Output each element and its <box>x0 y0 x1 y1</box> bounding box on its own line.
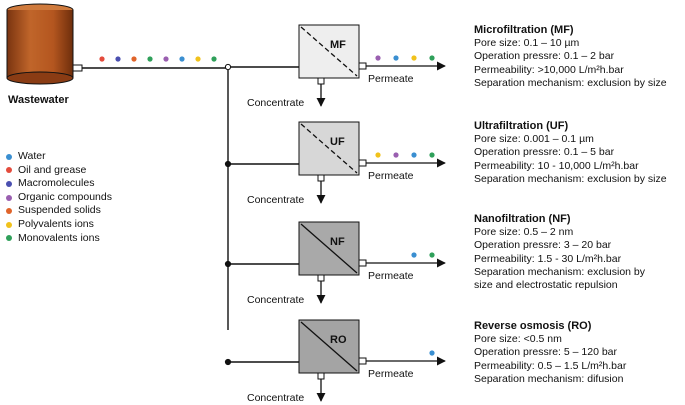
filtration-units: MFPermeateConcentrateUFPermeateConcentra… <box>224 24 446 404</box>
panel-title: Ultrafiltration (UF) <box>474 120 569 132</box>
feed-particle <box>131 56 137 62</box>
legend-item: Suspended solids <box>6 204 112 218</box>
legend-label: Monovalents ions <box>18 231 100 244</box>
feed-particle <box>147 56 153 62</box>
permeate-label: Permeate <box>368 270 414 282</box>
legend-dot-icon <box>6 194 12 201</box>
concentrate-label: Concentrate <box>247 392 304 404</box>
panel-line: Pore size: <0.5 nm <box>474 333 562 346</box>
legend-item: Polyvalents ions <box>6 218 112 232</box>
panel-title: Nanofiltration (NF) <box>474 213 571 225</box>
membrane-line <box>300 26 358 77</box>
legend-item: Oil and grease <box>6 164 112 178</box>
legend-dot-icon <box>6 153 12 160</box>
legend-label: Organic compounds <box>18 190 112 203</box>
permeate-particle <box>411 55 417 61</box>
panel-line: Pore size: 0.1 – 10 µm <box>474 37 580 50</box>
permeate-particle <box>375 152 381 158</box>
feed-particle <box>163 56 169 62</box>
panel-title: Reverse osmosis (RO) <box>474 320 592 332</box>
permeate-particle <box>411 252 417 258</box>
legend-label: Suspended solids <box>18 204 101 217</box>
feed-particles <box>99 56 217 62</box>
panel-line: Operation pressre: 0.1 – 2 bar <box>474 50 615 63</box>
permeate-particle <box>393 55 399 61</box>
unit-code: NF <box>330 236 345 248</box>
feed-particle <box>115 56 121 62</box>
unit-code: RO <box>330 334 347 346</box>
permeate-particle <box>429 152 435 158</box>
permeate-label: Permeate <box>368 170 414 182</box>
panel-line: Separation mechanism: exclusion by size <box>474 172 667 185</box>
legend-item: Water <box>6 150 112 164</box>
panel-line: Operation pressre: 5 – 120 bar <box>474 346 618 359</box>
permeate-label: Permeate <box>368 73 414 85</box>
feed-particle <box>99 56 105 62</box>
tank-outlet <box>72 64 83 72</box>
panel-uf: Ultrafiltration (UF)Pore size: 0.001 – 0… <box>474 120 667 186</box>
membrane-line <box>300 123 358 174</box>
legend-dot-icon <box>6 235 12 242</box>
panel-line: Operation pressre: 3 – 20 bar <box>474 239 612 252</box>
membrane-line <box>300 223 358 274</box>
panel-line: Separation mechanism: difusion <box>474 372 624 385</box>
feed-line <box>82 67 229 330</box>
junction-node <box>224 260 232 268</box>
permeate-particle <box>375 55 381 61</box>
panel-line: Permeability: 0.5 – 1.5 L/m²h.bar <box>474 359 627 372</box>
wastewater-tank <box>6 3 83 85</box>
legend-label: Water <box>18 150 46 162</box>
concentrate-label: Concentrate <box>247 294 304 306</box>
membrane-line <box>300 321 358 372</box>
permeate-particle <box>429 350 435 356</box>
unit-code: UF <box>330 136 345 148</box>
wastewater-label: Wastewater <box>8 94 69 106</box>
panel-line: Permeability: 10 - 10,000 L/m²h.bar <box>474 159 639 172</box>
permeate-particle <box>429 252 435 258</box>
panel-line: Pore size: 0.001 – 0.1 µm <box>474 133 594 146</box>
panel-nf: Nanofiltration (NF)Pore size: 0.5 – 2 nm… <box>474 213 645 292</box>
legend-item: Organic compounds <box>6 191 112 205</box>
panel-line: Permeability: 1.5 - 30 L/m²h.bar <box>474 252 622 265</box>
concentrate-label: Concentrate <box>247 97 304 109</box>
legend-dot-icon <box>6 208 12 215</box>
panel-line: Permeability: >10,000 L/m²h.bar <box>474 63 624 76</box>
legend-item: Monovalents ions <box>6 232 112 246</box>
panel-line: size and electrostatic repulsion <box>474 279 618 292</box>
feed-particle <box>211 56 217 62</box>
permeate-particle <box>393 152 399 158</box>
concentrate-label: Concentrate <box>247 194 304 206</box>
legend-label: Oil and grease <box>18 163 87 176</box>
unit-code: MF <box>330 39 346 51</box>
feed-particle <box>195 56 201 62</box>
panel-line: Separation mechanism: exclusion by size <box>474 76 667 89</box>
permeate-particle <box>429 55 435 61</box>
legend-dot-icon <box>6 167 12 174</box>
legend-label: Polyvalents ions <box>18 217 94 230</box>
panel-title: Microfiltration (MF) <box>474 24 574 36</box>
permeate-particle <box>411 152 417 158</box>
legend-item: Macromolecules <box>6 177 112 191</box>
panel-line: Separation mechanism: exclusion by <box>474 265 646 278</box>
legend-dot-icon <box>6 180 12 187</box>
legend-dot-icon <box>6 221 12 228</box>
junction-node <box>224 63 232 71</box>
panel-line: Operation pressre: 0.1 – 5 bar <box>474 146 615 159</box>
panel-line: Pore size: 0.5 – 2 nm <box>474 226 574 239</box>
feed-particle <box>179 56 185 62</box>
junction-node <box>224 160 232 168</box>
permeate-label: Permeate <box>368 368 414 380</box>
panel-mf: Microfiltration (MF)Pore size: 0.1 – 10 … <box>474 24 667 90</box>
legend-label: Macromolecules <box>18 177 95 190</box>
junction-node <box>224 358 232 366</box>
